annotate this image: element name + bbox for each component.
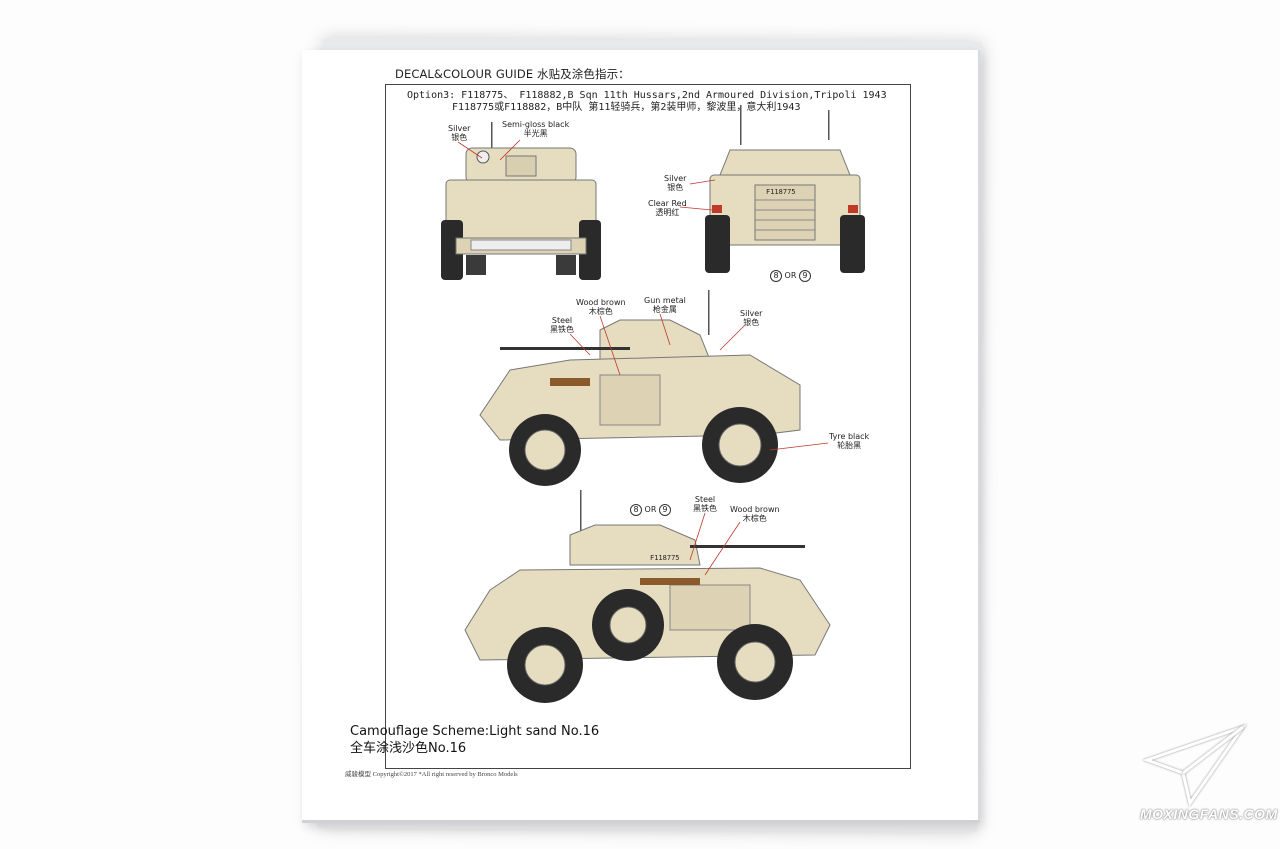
watermark-brand: MOXINGFANS.COM <box>1140 806 1278 822</box>
camouflage-scheme: Camouflage Scheme:Light sand No.16 全车涂浅沙… <box>350 723 599 757</box>
guide-title: DECAL&COLOUR GUIDE 水贴及涂色指示： <box>395 67 630 81</box>
decal-number-side: 8 OR 9 <box>630 504 671 516</box>
guide-frame <box>385 84 911 769</box>
side-serial: F118775 <box>650 554 680 562</box>
option-line-2: F118775或F118882，B中队 第11轻骑兵，第2装甲师，黎波里，意大利… <box>452 102 801 113</box>
camouflage-scheme-cn: 全车涂浅沙色No.16 <box>350 741 467 756</box>
option-line-1: Option3: F118775、 F118882,B Sqn 11th Hus… <box>407 90 887 101</box>
rear-view-illustration <box>705 105 865 273</box>
right-side-view-illustration <box>464 490 831 703</box>
camouflage-scheme-en: Camouflage Scheme:Light sand No.16 <box>350 724 600 739</box>
paper-plane-logo-icon <box>1142 724 1247 807</box>
decal-number-rear: 8 OR 9 <box>770 270 811 282</box>
front-view-illustration <box>441 122 601 280</box>
rear-serial: F118775 <box>766 188 796 196</box>
copyright-footer: 威骏模型 Copyright©2017 *All right reserved … <box>345 771 518 778</box>
left-side-view-illustration <box>479 290 801 486</box>
